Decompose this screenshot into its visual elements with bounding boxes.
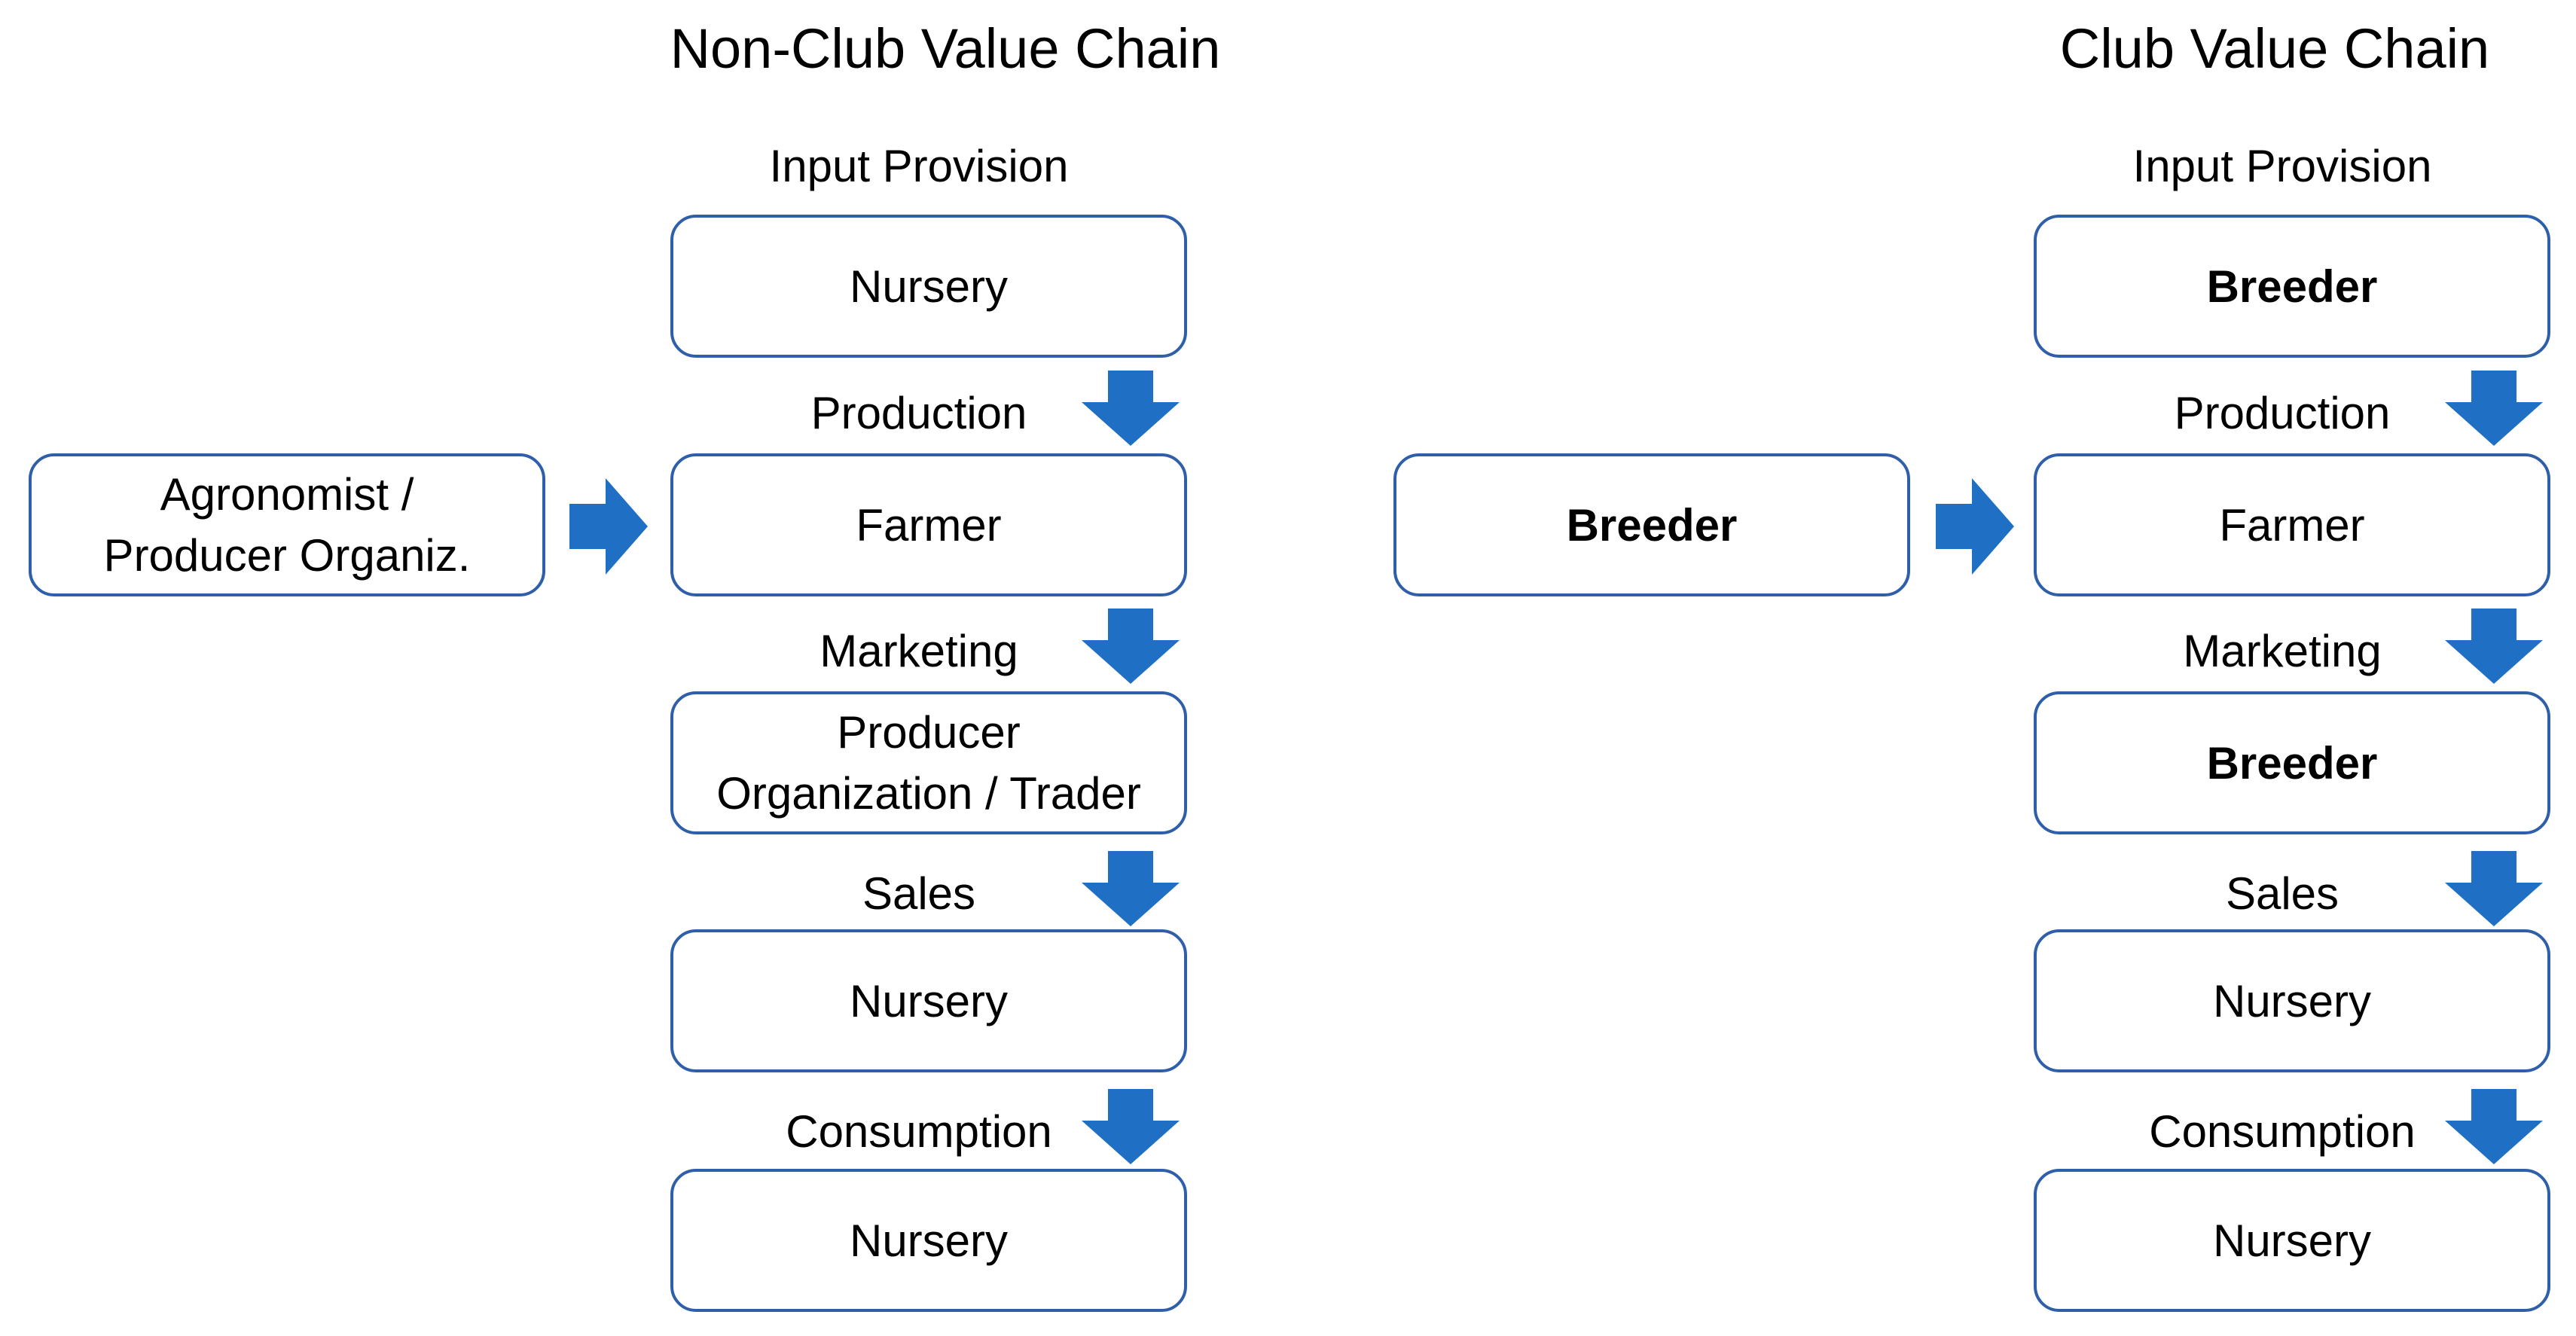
stage-sales-left: Sales xyxy=(862,868,976,919)
box-label: Breeder xyxy=(2206,261,2378,312)
box-label: Farmer xyxy=(2219,499,2365,551)
title-club: Club Value Chain xyxy=(2059,17,2490,80)
stage-sales-right: Sales xyxy=(2225,868,2339,919)
right-arrow-icon xyxy=(569,478,648,575)
box-breeder-marketing-right: Breeder xyxy=(2034,691,2550,834)
down-arrow-icon xyxy=(2445,1089,2543,1164)
box-label: Nursery xyxy=(2212,1215,2372,1266)
box-farmer-right: Farmer xyxy=(2034,453,2550,596)
box-label: Nursery xyxy=(849,261,1009,312)
stage-consumption-right: Consumption xyxy=(2149,1106,2416,1157)
title-non-club: Non-Club Value Chain xyxy=(670,17,1221,80)
box-breeder-side: Breeder xyxy=(1393,453,1910,596)
stage-marketing-left: Marketing xyxy=(819,626,1018,676)
box-label-line2: Producer Organiz. xyxy=(103,530,471,581)
box-nursery-sales-right: Nursery xyxy=(2034,929,2550,1072)
down-arrow-icon xyxy=(2445,851,2543,926)
stage-input-provision-right: Input Provision xyxy=(2132,141,2432,191)
stage-marketing-right: Marketing xyxy=(2183,626,2382,676)
box-nursery-consumption-left: Nursery xyxy=(670,1169,1187,1312)
box-producer-organization-trader: Producer Organization / Trader xyxy=(670,691,1187,834)
box-nursery-input-left: Nursery xyxy=(670,215,1187,358)
down-arrow-icon xyxy=(1082,371,1180,446)
down-arrow-icon xyxy=(1082,1089,1180,1164)
box-label-line1: Producer xyxy=(837,707,1021,758)
stage-consumption-left: Consumption xyxy=(786,1106,1052,1157)
box-label: Breeder xyxy=(2206,737,2378,788)
box-label: Breeder xyxy=(1566,499,1738,551)
box-label-line2: Organization / Trader xyxy=(716,768,1141,819)
box-nursery-sales-left: Nursery xyxy=(670,929,1187,1072)
box-farmer-left: Farmer xyxy=(670,453,1187,596)
box-label: Nursery xyxy=(849,975,1009,1026)
box-nursery-consumption-right: Nursery xyxy=(2034,1169,2550,1312)
down-arrow-icon xyxy=(1082,609,1180,684)
box-label: Farmer xyxy=(856,499,1002,551)
box-label: Nursery xyxy=(2212,975,2372,1026)
down-arrow-icon xyxy=(2445,371,2543,446)
box-agronomist-producer: Agronomist / Producer Organiz. xyxy=(29,453,545,596)
stage-production-right: Production xyxy=(2174,388,2391,438)
stage-input-provision-left: Input Provision xyxy=(769,141,1069,191)
down-arrow-icon xyxy=(2445,609,2543,684)
box-label-line1: Agronomist / xyxy=(160,469,414,520)
box-label: Nursery xyxy=(849,1215,1009,1266)
down-arrow-icon xyxy=(1082,851,1180,926)
right-arrow-icon xyxy=(1936,478,2014,575)
stage-production-left: Production xyxy=(810,388,1027,438)
box-breeder-input-right: Breeder xyxy=(2034,215,2550,358)
